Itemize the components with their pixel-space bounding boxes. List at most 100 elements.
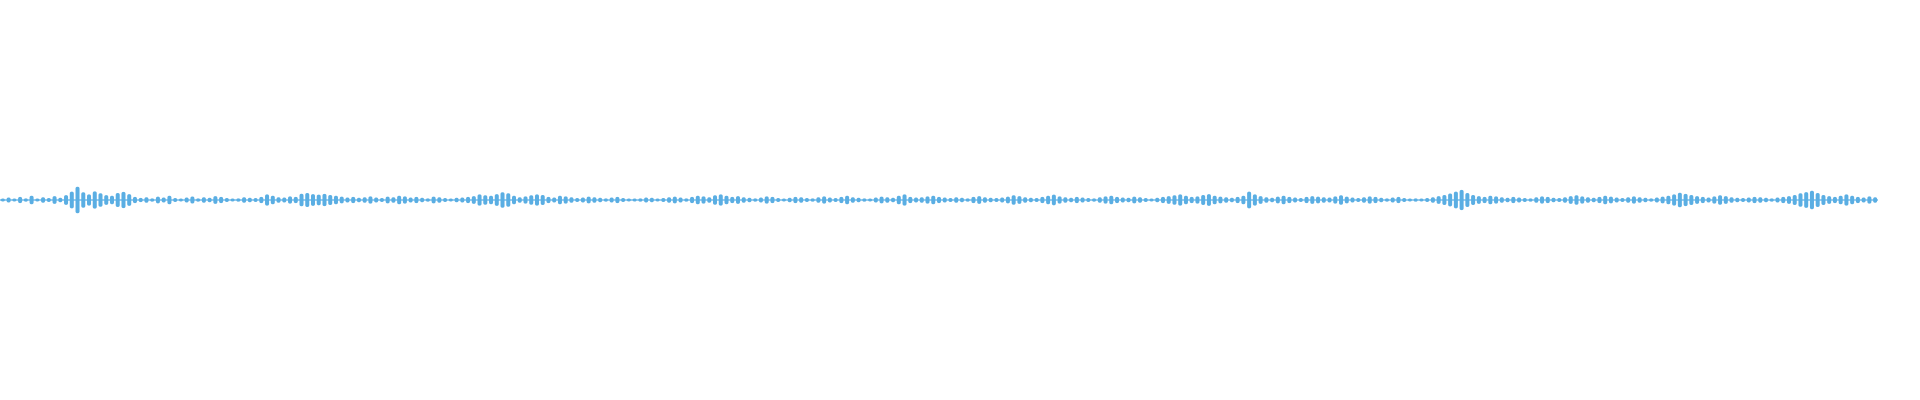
waveform-peak [1442, 194, 1447, 206]
waveform-peak [420, 197, 425, 203]
waveform-peak [1379, 197, 1384, 203]
waveform-peak [265, 194, 270, 206]
waveform-peak [397, 195, 402, 205]
waveform-peak [1815, 193, 1820, 207]
waveform-peak [178, 198, 183, 202]
waveform-peak [414, 196, 419, 204]
waveform-peak [1103, 196, 1108, 204]
waveform-peak [1321, 197, 1326, 203]
waveform-peak [1729, 197, 1734, 203]
waveform-peak [247, 197, 252, 203]
waveform-peak [1333, 196, 1338, 204]
waveform-peak [224, 198, 229, 202]
waveform-peak [512, 195, 517, 205]
waveform-peak [253, 198, 258, 202]
waveform-peak [483, 195, 488, 205]
waveform-peak [1189, 196, 1194, 204]
waveform-peak [1356, 198, 1361, 202]
waveform-peak [1195, 196, 1200, 204]
waveform-peak [379, 198, 384, 202]
waveform-peak [104, 195, 109, 205]
waveform-peak [351, 196, 356, 204]
waveform-peak [1838, 195, 1843, 205]
waveform-peak [477, 194, 482, 206]
waveform-peak [839, 196, 844, 204]
waveform-peak [1396, 196, 1401, 204]
waveform-peak [425, 198, 430, 202]
waveform-peak [655, 198, 660, 202]
waveform-peak [1448, 193, 1453, 207]
waveform-peak [1109, 195, 1114, 205]
waveform-peak [1241, 195, 1246, 205]
waveform-peak [1092, 198, 1097, 202]
waveform-peak [489, 195, 494, 205]
waveform-peak [506, 193, 511, 207]
waveform-peak [81, 192, 86, 208]
waveform-peak [1229, 197, 1234, 203]
waveform-peak [1339, 195, 1344, 205]
waveform-peak [598, 197, 603, 203]
waveform-peak [18, 196, 23, 204]
waveform-peak [1700, 196, 1705, 204]
waveform-peak [1206, 194, 1211, 206]
waveform-peak [1660, 196, 1665, 204]
waveform-peak [1390, 197, 1395, 203]
waveform-peak [1706, 197, 1711, 203]
waveform-peak [1643, 197, 1648, 203]
waveform-peak [155, 196, 160, 204]
waveform-peak [1149, 198, 1154, 202]
waveform-peak [1585, 197, 1590, 203]
waveform-peak [1281, 195, 1286, 205]
waveform-peak [1804, 192, 1809, 208]
waveform-peak [644, 197, 649, 203]
waveform-peak [52, 196, 57, 204]
waveform-peak [948, 198, 953, 202]
waveform-peak [1384, 198, 1389, 202]
waveform-peak [1361, 197, 1366, 203]
waveform-peak [1097, 197, 1102, 203]
waveform-peak [1637, 197, 1642, 203]
waveform-peak [827, 197, 832, 203]
waveform-peak [919, 197, 924, 203]
waveform-peak [914, 197, 919, 203]
waveform-peak [1430, 197, 1435, 203]
waveform-peak [1011, 195, 1016, 205]
waveform-peak [868, 198, 873, 202]
waveform-peak [1350, 197, 1355, 203]
waveform-peak [546, 196, 551, 204]
waveform-peak [1080, 197, 1085, 203]
waveform-peak [1086, 198, 1091, 202]
waveform-peak [810, 198, 815, 202]
waveform-peak [288, 196, 293, 204]
waveform-peak [540, 194, 545, 206]
waveform-peak [1620, 198, 1625, 202]
waveform-peak [127, 194, 132, 206]
waveform-peak [1298, 198, 1303, 202]
waveform-peak [718, 194, 723, 206]
waveform-peak [942, 197, 947, 203]
waveform-peak [638, 198, 643, 202]
waveform-peak [690, 196, 695, 204]
waveform-peak [1505, 197, 1510, 203]
waveform-peak [1861, 197, 1866, 203]
waveform-peak [184, 197, 189, 203]
waveform-peak [557, 195, 562, 205]
waveform-peak [982, 197, 987, 203]
waveform-peak [1689, 194, 1694, 206]
waveform-peak [1511, 196, 1516, 204]
waveform-peak [1275, 196, 1280, 204]
waveform-peak [971, 196, 976, 204]
waveform-peak [1040, 196, 1045, 204]
waveform-peak [219, 196, 224, 204]
waveform-peak [1436, 196, 1441, 204]
waveform-peak [339, 196, 344, 204]
waveform-peak [649, 197, 654, 203]
waveform-peak [1528, 198, 1533, 202]
waveform-peak [885, 197, 890, 203]
waveform-peak [592, 197, 597, 203]
waveform-peak [1000, 197, 1005, 203]
waveform-peak [695, 195, 700, 205]
waveform-peak [1482, 196, 1487, 204]
waveform-peak [1494, 196, 1499, 204]
